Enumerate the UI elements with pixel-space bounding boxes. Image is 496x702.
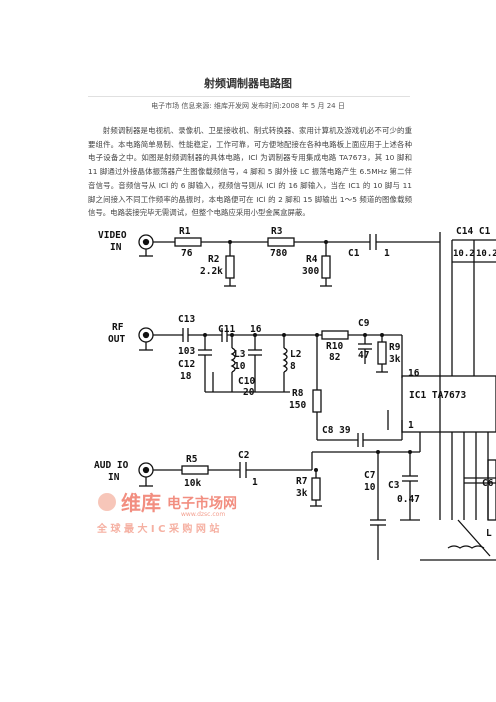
- r3-label: R3: [271, 226, 283, 237]
- c12-label: C12: [178, 359, 195, 370]
- c7-label: C7: [364, 470, 375, 481]
- r9-value: 3k: [389, 354, 401, 365]
- l3-value: 10: [234, 361, 246, 372]
- r7-label: R7: [296, 476, 307, 487]
- r8-value: 150: [289, 400, 306, 411]
- r3-resistor: [267, 237, 295, 247]
- c10-label: C10: [238, 376, 255, 387]
- watermark-url: www.dzsc.com: [181, 511, 225, 518]
- r9-resistor: [377, 341, 387, 365]
- c11-value: 16: [250, 324, 262, 335]
- c10-value: 20: [243, 387, 255, 398]
- c3-label: C3: [388, 480, 400, 491]
- r8-resistor: [312, 389, 322, 413]
- video-in-label-2: IN: [110, 242, 122, 253]
- c7-value: 10: [364, 482, 376, 493]
- article-body: 射频调制器是电视机、录像机、卫星接收机、制式转换器、家用计算机及游戏机必不可少的…: [88, 124, 412, 220]
- r2-label: R2: [208, 254, 219, 265]
- article-meta: 电子市场 信息来源: 维库开发网 发布时间:2008 年 5 月 24 日: [151, 102, 345, 110]
- watermark-brand-2: 电子市场网: [167, 495, 237, 512]
- c2-label: C2: [238, 450, 249, 461]
- l3-label: L3: [234, 349, 246, 360]
- c14-value: 10.2: [453, 249, 475, 259]
- c13-value: 103: [178, 346, 195, 357]
- r10-resistor: [321, 330, 349, 340]
- ic1-pin1: 1: [408, 420, 414, 431]
- r1-value: 76: [181, 248, 193, 259]
- audio-in-label: AUD IO: [94, 460, 129, 471]
- ic1-pin16: 16: [408, 368, 420, 379]
- watermark-brand-1: 维库: [121, 491, 161, 515]
- r5-value: 10k: [184, 478, 201, 489]
- watermark-slogan: 全 球 最 大 I C 采 购 网 站: [96, 522, 219, 535]
- c1-label: C1: [348, 248, 360, 259]
- r4-resistor: [321, 255, 331, 279]
- r7-resistor: [311, 477, 321, 501]
- r4-label: R4: [306, 254, 318, 265]
- c12-value: 18: [180, 371, 192, 382]
- c11-label: C11: [218, 324, 235, 335]
- r5-label: R5: [186, 454, 198, 465]
- c1-value: 1: [384, 248, 390, 259]
- l-coil: [447, 545, 485, 549]
- c2-value: 1: [252, 477, 258, 488]
- r10-label: R10: [326, 341, 343, 352]
- r1-label: R1: [179, 226, 191, 237]
- c3-value: 0.47: [397, 494, 420, 505]
- r2-resistor: [225, 255, 235, 279]
- body-paragraph: 射频调制器是电视机、录像机、卫星接收机、制式转换器、家用计算机及游戏机必不可少的…: [88, 126, 412, 218]
- r4-value: 300: [302, 266, 319, 277]
- audio-in-label-2: IN: [108, 472, 120, 483]
- c13-label: C13: [178, 314, 195, 325]
- rf-out-label: RF: [112, 322, 124, 333]
- l2-coil: [282, 347, 288, 373]
- ic1-chip: [401, 375, 496, 433]
- logo-mark-icon: [98, 493, 116, 511]
- c9-value: 47: [358, 350, 369, 361]
- ic1-label: IC1 TA7673: [409, 390, 466, 401]
- c8-label: C8 39: [322, 425, 351, 436]
- c9-label: C9: [358, 318, 370, 329]
- video-in-label: VIDEO: [98, 230, 127, 241]
- c6-label: C6: [482, 478, 494, 489]
- l-label: L: [486, 528, 492, 539]
- c14-label: C14 C1: [456, 226, 491, 237]
- r5-resistor: [181, 465, 209, 475]
- page-title: 射频调制器电路图: [204, 77, 292, 90]
- r8-label: R8: [292, 388, 304, 399]
- c14-value-2: 10.2: [476, 249, 496, 259]
- l3-coil: [230, 347, 236, 373]
- dzsc-watermark-logo: 维库 电子市场网 www.dzsc.com 全 球 最 大 I C 采 购 网 …: [96, 491, 237, 535]
- r9-label: R9: [389, 342, 401, 353]
- r7-value: 3k: [296, 488, 308, 499]
- l2-label: L2: [290, 349, 301, 360]
- r1-resistor: [174, 237, 202, 247]
- l2-value: 8: [290, 361, 296, 372]
- r2-value: 2.2k: [200, 266, 223, 277]
- rf-out-label-2: OUT: [108, 334, 125, 345]
- divider: [88, 96, 410, 97]
- r3-value: 780: [270, 248, 287, 259]
- r10-value: 82: [329, 352, 340, 363]
